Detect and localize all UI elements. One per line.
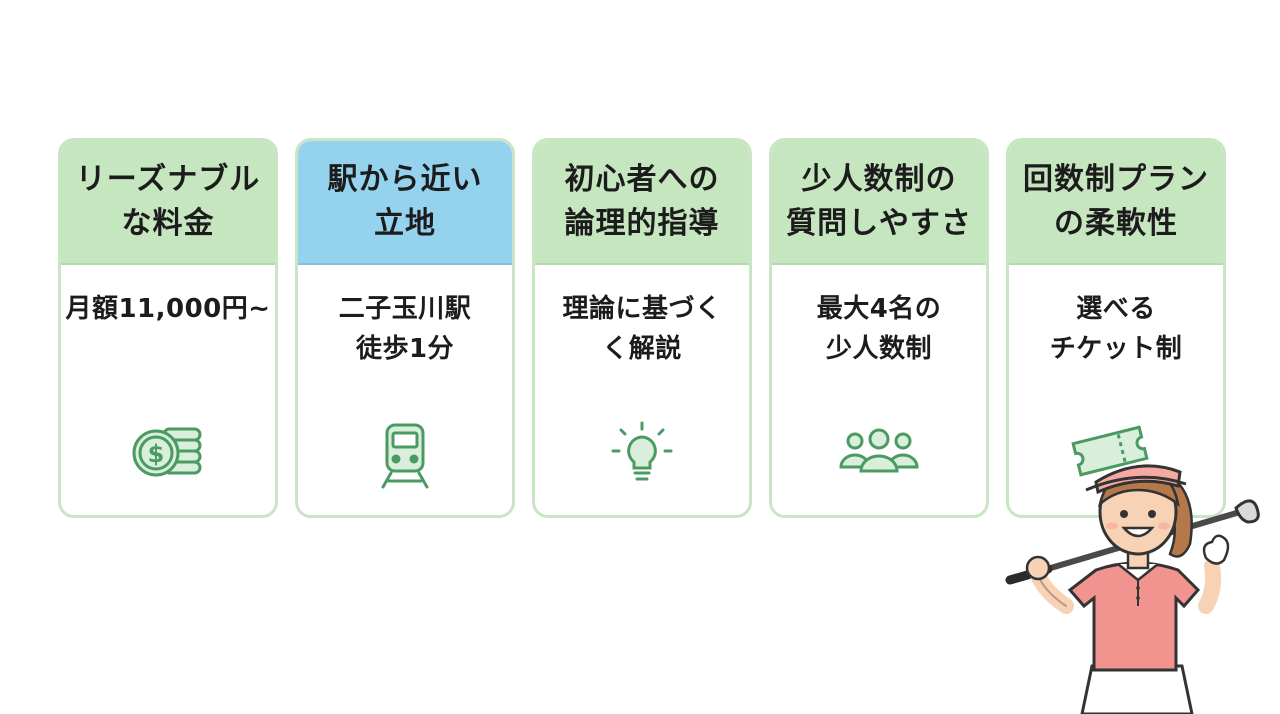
card-header: 少人数制の 質問しやすさ	[772, 141, 986, 265]
card-header: 初心者への 論理的指導	[535, 141, 749, 265]
train-icon	[381, 423, 429, 489]
ticket-icon	[1071, 425, 1149, 477]
feature-card-price: リーズナブル な料金 月額11,000円~ $	[58, 138, 278, 518]
card-body: 二子玉川駅 徒歩1分	[298, 289, 512, 399]
feature-cards: リーズナブル な料金 月額11,000円~ $ 駅から近い 立地 二子玉川駅 徒…	[58, 138, 1226, 518]
card-title: 回数制プラン の柔軟性	[1023, 162, 1209, 241]
golfer-woman-illustration	[1005, 464, 1260, 714]
feature-card-location: 駅から近い 立地 二子玉川駅 徒歩1分	[295, 138, 515, 518]
card-title: 駅から近い 立地	[327, 162, 483, 241]
card-header: リーズナブル な料金	[61, 141, 275, 265]
card-title: 初心者への 論理的指導	[564, 162, 720, 241]
card-header: 駅から近い 立地	[298, 141, 512, 265]
card-description: 選べる チケット制	[1049, 294, 1183, 364]
card-title: 少人数制の 質問しやすさ	[786, 162, 972, 241]
group-icon	[839, 428, 919, 473]
svg-text:$: $	[148, 440, 165, 468]
coins-icon: $	[132, 427, 202, 477]
card-body: 最大4名の 少人数制	[772, 289, 986, 399]
card-header: 回数制プラン の柔軟性	[1009, 141, 1223, 265]
feature-card-teaching: 初心者への 論理的指導 理論に基づく く解説	[532, 138, 752, 518]
card-body: 月額11,000円~	[61, 289, 275, 399]
feature-card-flexible-plan: 回数制プラン の柔軟性 選べる チケット制	[1006, 138, 1226, 518]
card-description: 最大4名の 少人数制	[816, 294, 942, 364]
card-description: 月額11,000円~	[65, 294, 271, 324]
lightbulb-icon	[611, 421, 673, 481]
card-description: 二子玉川駅 徒歩1分	[338, 294, 472, 364]
card-title: リーズナブル な料金	[75, 162, 261, 241]
card-description: 理論に基づく く解説	[562, 294, 722, 364]
feature-card-small-group: 少人数制の 質問しやすさ 最大4名の 少人数制	[769, 138, 989, 518]
card-body: 理論に基づく く解説	[535, 289, 749, 399]
card-body: 選べる チケット制	[1009, 289, 1223, 399]
